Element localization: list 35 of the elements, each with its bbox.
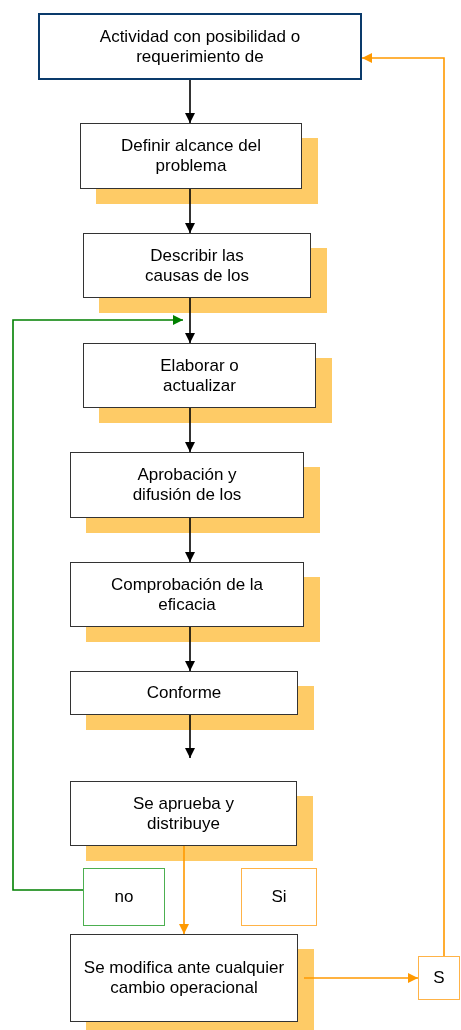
box-text: Elaborar o actualizar	[159, 355, 240, 396]
box-text: S	[433, 968, 445, 988]
arrow	[185, 626, 195, 672]
box-text: Describir las causas de los	[144, 245, 250, 286]
process-box	[70, 562, 304, 627]
process-box	[418, 956, 460, 1000]
box-text: Se aprueba y distribuye	[131, 793, 236, 834]
arrow	[179, 845, 189, 935]
box-text: Aprobación y difusión de los	[131, 465, 243, 505]
process-box	[83, 868, 165, 926]
process-box	[70, 671, 298, 715]
arrow	[361, 53, 445, 957]
arrow	[185, 407, 195, 453]
process-box	[70, 781, 297, 846]
process-box	[70, 934, 298, 1022]
box-text: Conforme	[146, 683, 222, 703]
arrow	[303, 973, 419, 983]
arrow	[12, 315, 184, 891]
box-text: Actividad con posibilidad o requerimiento de	[98, 26, 302, 67]
process-box	[241, 868, 317, 926]
arrow	[185, 714, 195, 759]
box-text: Si	[271, 887, 287, 907]
arrow	[185, 297, 195, 344]
box-text: Definir alcance del problema	[120, 136, 262, 176]
process-box	[80, 123, 302, 189]
box-text: Comprobación de la eficacia	[109, 574, 265, 615]
process-box	[83, 343, 316, 408]
arrow	[185, 79, 195, 124]
process-box	[38, 13, 362, 80]
arrow	[185, 517, 195, 563]
process-box	[83, 233, 311, 298]
box-text: no	[114, 887, 134, 907]
box-text: Se modifica ante cualquier cambio operacional	[82, 958, 286, 998]
arrow	[185, 188, 195, 234]
process-box	[70, 452, 304, 518]
